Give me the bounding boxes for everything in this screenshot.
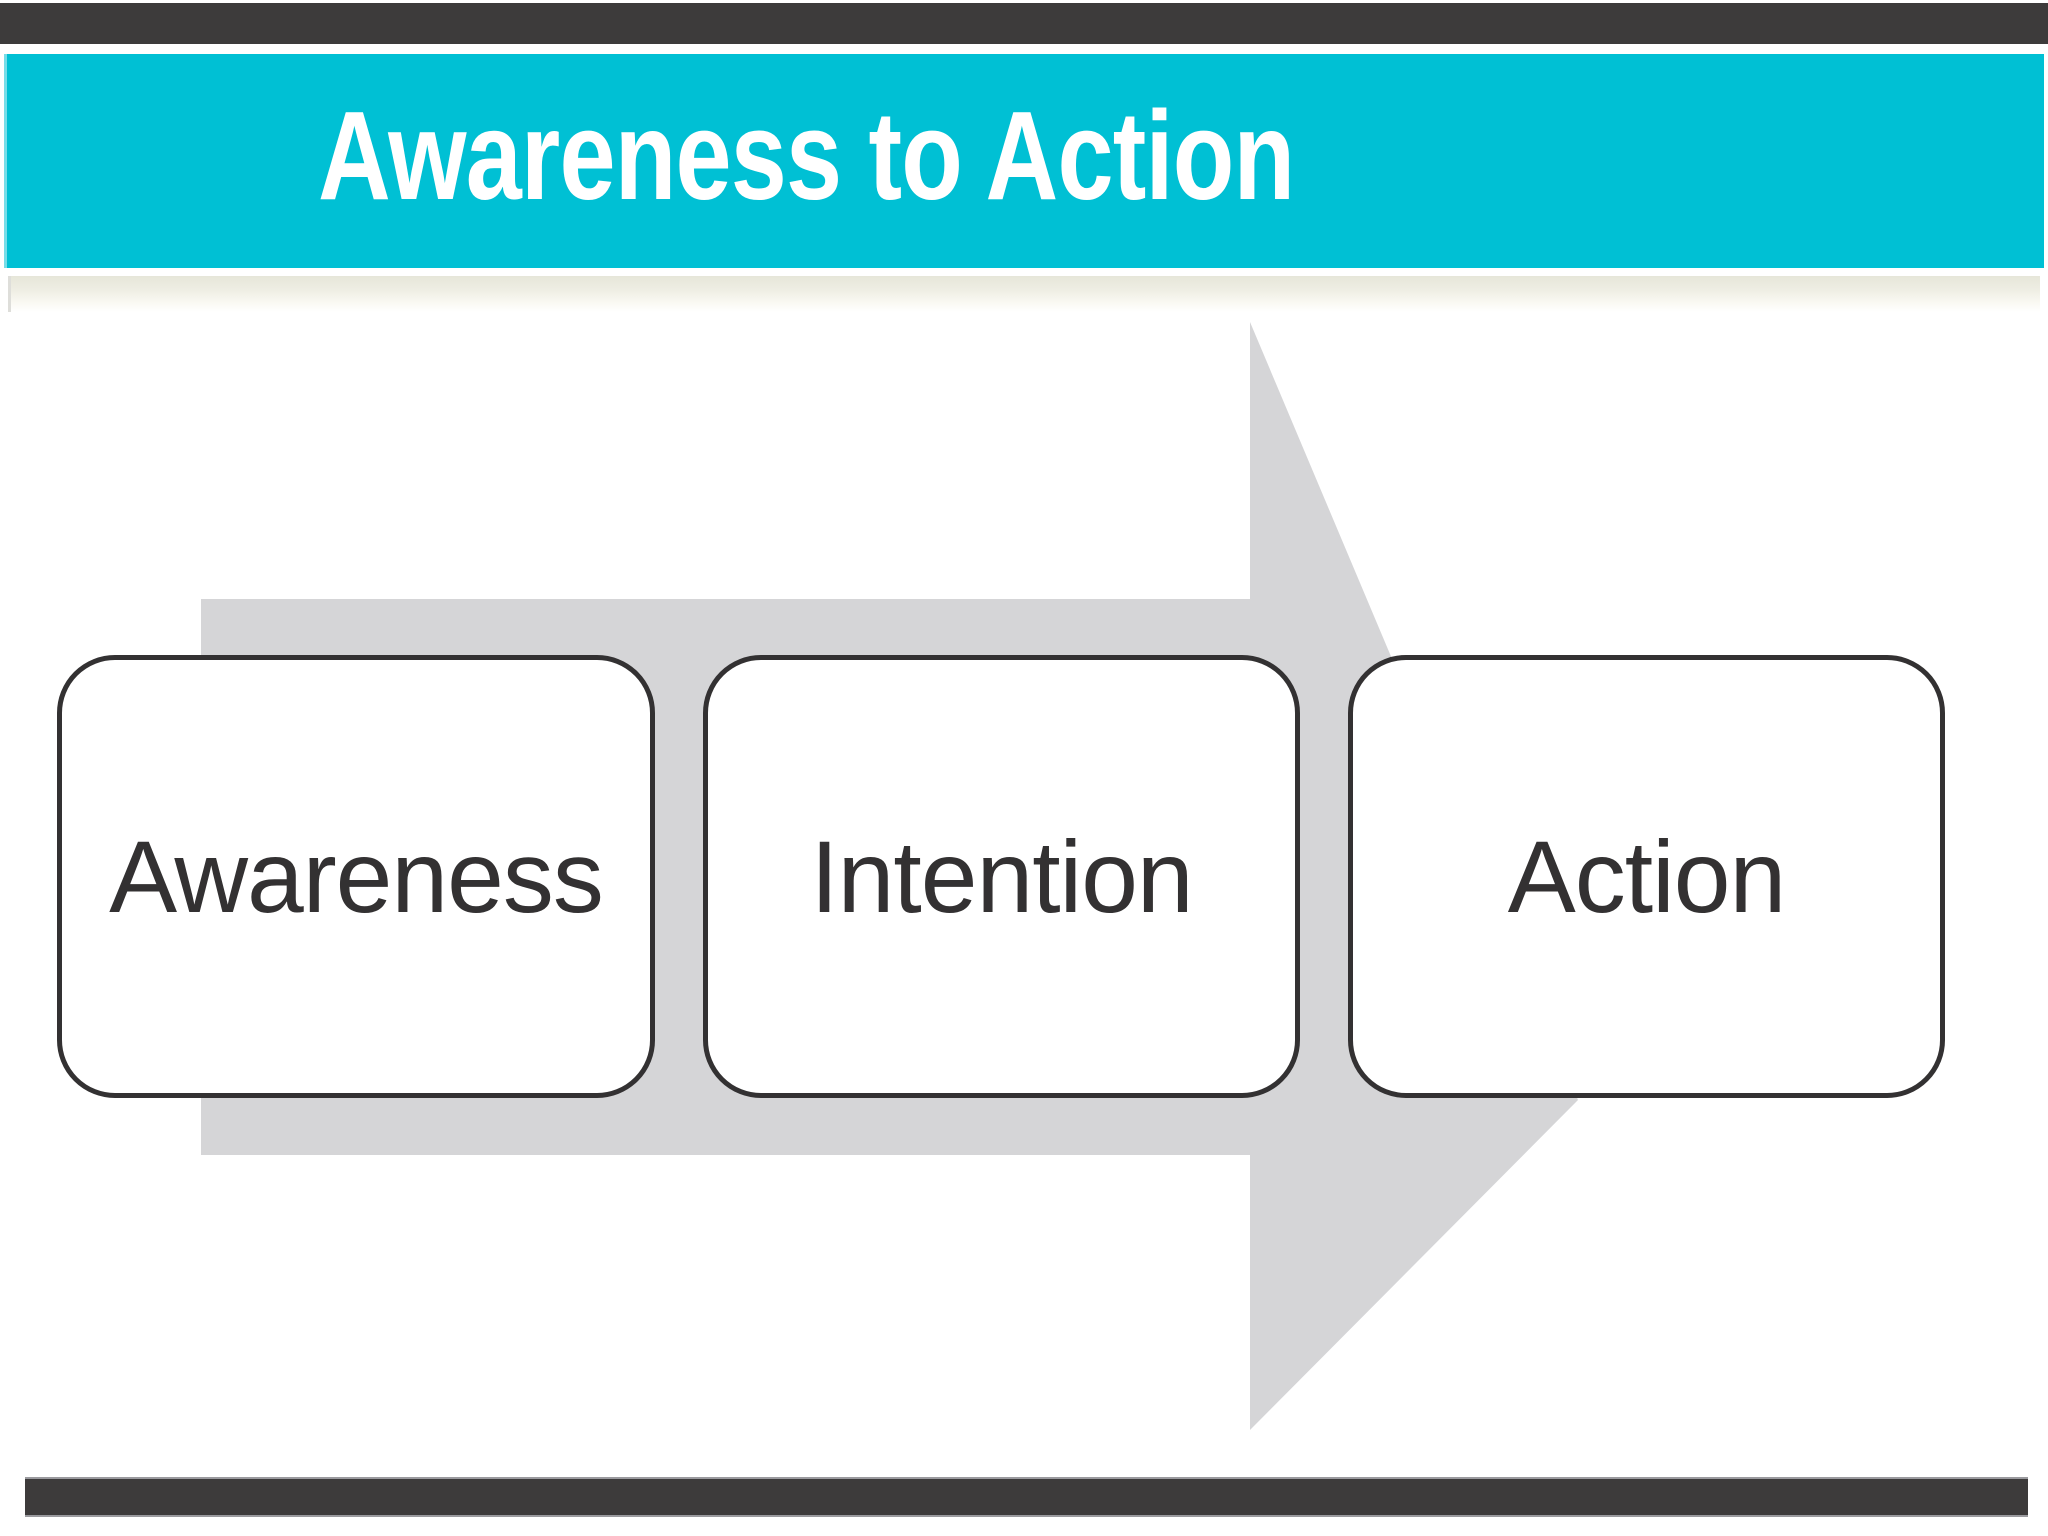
process-step-awareness[interactable]: Awareness xyxy=(57,655,655,1098)
top-decoration-bar xyxy=(0,3,2048,44)
title-band xyxy=(4,54,2044,268)
process-step-label: Awareness xyxy=(109,819,604,934)
accent-strip-edge xyxy=(8,276,11,312)
process-step-label: Action xyxy=(1507,819,1786,934)
slide-title: Awareness to Action xyxy=(318,85,1295,226)
process-step-action[interactable]: Action xyxy=(1348,655,1945,1098)
title-band-edge xyxy=(4,54,7,268)
process-step-label: Intention xyxy=(810,819,1193,934)
process-step-intention[interactable]: Intention xyxy=(703,655,1300,1098)
accent-strip xyxy=(8,276,2040,312)
bottom-decoration-bar xyxy=(25,1477,2028,1517)
